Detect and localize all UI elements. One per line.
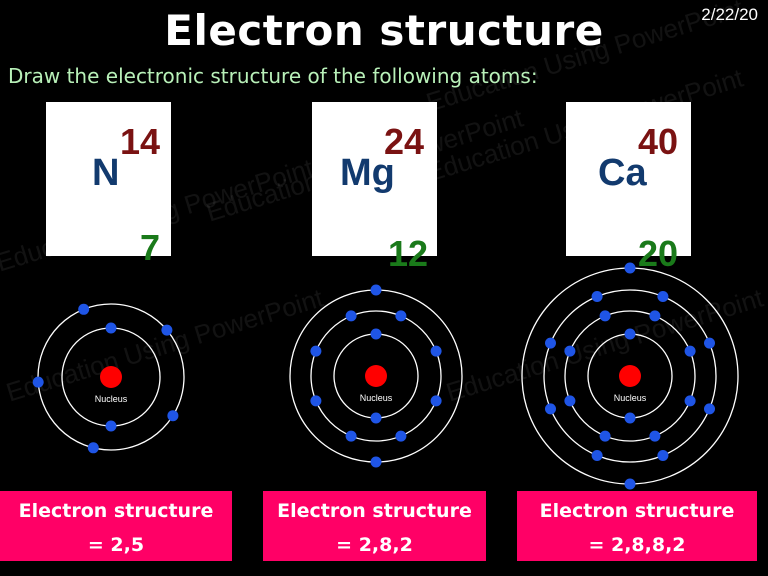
electron <box>370 328 382 340</box>
electron <box>599 310 611 322</box>
electron <box>545 337 556 349</box>
electron <box>370 284 382 296</box>
electron <box>564 345 576 357</box>
electron <box>395 310 407 322</box>
element-symbol: Mg <box>340 152 395 194</box>
electron <box>395 430 407 442</box>
electron-shell <box>310 310 442 442</box>
electron <box>591 291 603 302</box>
electron <box>624 478 636 490</box>
electron <box>430 345 442 357</box>
electron-shell <box>564 310 696 442</box>
result-label: Electron structure <box>539 500 735 522</box>
result-value: = 2,8,8,2 <box>588 534 686 556</box>
element-card-ca: Ca 40 20 <box>566 102 691 272</box>
electron <box>345 310 357 322</box>
nucleus <box>365 365 387 387</box>
result-value: = 2,8,2 <box>336 534 413 556</box>
electron <box>704 337 715 349</box>
electron <box>624 412 636 424</box>
slide-date: 2/22/20 <box>701 5 758 24</box>
electron <box>167 410 179 422</box>
element-symbol: N <box>92 152 120 194</box>
result-box-mg: Electron structure = 2,8,2 <box>263 491 486 561</box>
electron <box>599 430 611 442</box>
electron <box>345 430 357 442</box>
mass-number: 14 <box>120 121 161 162</box>
element-card-n: N 14 7 <box>46 102 171 266</box>
electron <box>684 345 696 357</box>
result-label: Electron structure <box>18 500 214 522</box>
atom-diagram-mg: Nucleus <box>289 284 463 468</box>
electron <box>564 395 576 407</box>
electron <box>657 450 669 461</box>
mass-number: 24 <box>384 121 425 162</box>
atom-diagram-ca: Nucleus <box>521 262 739 490</box>
electron <box>624 262 636 274</box>
element-symbol: Ca <box>598 152 647 194</box>
electron <box>78 303 90 315</box>
nucleus <box>619 365 641 387</box>
electron <box>430 395 442 407</box>
atom-diagram-n: Nucleus <box>32 303 185 454</box>
electron <box>649 430 661 442</box>
slide-title: Electron structure <box>164 6 604 55</box>
result-box-n: Electron structure = 2,5 <box>0 491 232 561</box>
electron <box>591 450 603 461</box>
nucleus-label: Nucleus <box>614 393 647 403</box>
electron <box>310 395 322 407</box>
electron <box>684 395 696 407</box>
atomic-number: 20 <box>638 233 679 274</box>
electron <box>624 328 636 340</box>
electron <box>657 291 669 302</box>
result-box-ca: Electron structure = 2,8,8,2 <box>517 491 757 561</box>
nucleus-label: Nucleus <box>360 393 393 403</box>
nucleus <box>100 366 122 388</box>
electron <box>105 420 117 432</box>
mass-number: 40 <box>638 121 679 162</box>
nucleus-label: Nucleus <box>95 394 128 404</box>
element-card-mg: Mg 24 12 <box>312 102 437 272</box>
result-value: = 2,5 <box>87 534 145 556</box>
atomic-number: 12 <box>388 233 429 274</box>
electron <box>370 456 382 468</box>
electron <box>370 412 382 424</box>
electron <box>310 345 322 357</box>
instruction-text: Draw the electronic structure of the fol… <box>8 64 538 88</box>
electron <box>704 403 715 415</box>
result-label: Electron structure <box>277 500 472 522</box>
electron-shell <box>543 289 717 463</box>
electron <box>545 403 556 415</box>
electron <box>32 376 44 388</box>
electron <box>105 322 117 334</box>
electron <box>161 324 173 336</box>
electron <box>87 442 99 454</box>
atomic-number: 7 <box>140 227 161 268</box>
electron <box>649 310 661 322</box>
